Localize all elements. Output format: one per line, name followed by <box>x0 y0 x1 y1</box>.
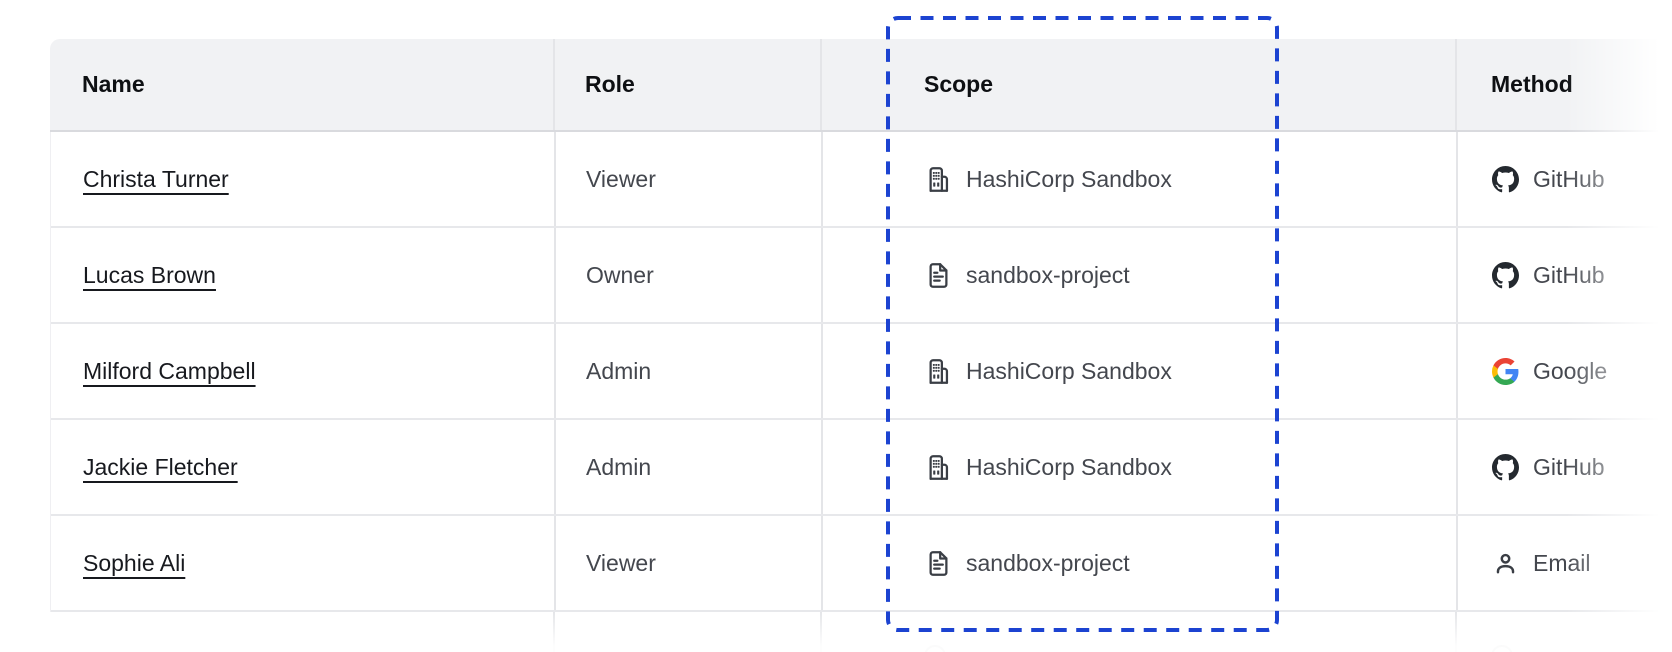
member-role: Owner <box>586 261 654 288</box>
table-body: Christa Turner Viewer HashiCorp Sandbox <box>50 132 1672 612</box>
member-method: GitHub <box>1533 261 1605 288</box>
org-icon <box>925 358 952 385</box>
scope-cell: HashiCorp Sandbox <box>821 420 1456 514</box>
method-cell: Email <box>1456 516 1672 610</box>
method-cell: GitHub <box>1456 420 1672 514</box>
method-cell: Google <box>1456 324 1672 418</box>
name-cell: Milford Campbell <box>51 324 554 418</box>
member-role: Admin <box>586 453 652 480</box>
name-cell: Sophie Ali <box>51 516 554 610</box>
method-icon-slot <box>1492 550 1519 577</box>
member-name-link[interactable]: Jackie Fletcher <box>83 453 238 480</box>
member-scope: HashiCorp Sandbox <box>966 453 1172 480</box>
name-cell: Jackie Fletcher <box>51 420 554 514</box>
github-icon <box>1492 453 1519 481</box>
method-cell: GitHub <box>1456 132 1672 226</box>
column-header-scope: Scope <box>820 39 1455 130</box>
role-cell: Owner <box>554 228 821 322</box>
table-row: Christa Turner Viewer HashiCorp Sandbox <box>51 132 1672 228</box>
column-header-method: Method <box>1455 39 1672 130</box>
scope-icon-slot <box>925 166 952 193</box>
member-method: Google <box>1533 357 1608 384</box>
scope-cell: HashiCorp Sandbox <box>821 324 1456 418</box>
member-name-link[interactable]: Milford Campbell <box>83 357 256 384</box>
name-cell: Lucas Brown <box>51 228 554 322</box>
file-text-icon <box>925 262 952 289</box>
org-icon <box>925 454 952 481</box>
github-icon <box>1492 261 1519 289</box>
scope-icon-slot <box>925 262 952 289</box>
partial-role-cell <box>553 612 820 652</box>
scope-cell: sandbox-project <box>821 516 1456 610</box>
partial-scope-cell <box>820 612 1455 652</box>
column-header-role: Role <box>553 39 820 130</box>
file-text-icon <box>925 550 952 577</box>
column-header-method-label: Method <box>1491 71 1573 97</box>
ghost-method-icon <box>1491 645 1513 652</box>
google-icon <box>1492 357 1519 385</box>
member-scope: sandbox-project <box>966 549 1130 576</box>
member-method: GitHub <box>1533 453 1605 480</box>
role-cell: Viewer <box>554 516 821 610</box>
table-row: Lucas Brown Owner sandbox-project GitHub <box>51 228 1672 324</box>
ghost-scope-icon <box>924 645 946 652</box>
role-cell: Admin <box>554 420 821 514</box>
column-header-name: Name <box>50 39 553 130</box>
members-table: Name Role Scope Method Christa Turner Vi… <box>50 39 1672 652</box>
column-header-scope-label: Scope <box>924 71 994 97</box>
member-scope: HashiCorp Sandbox <box>966 165 1172 192</box>
table-row-partial <box>50 612 1672 652</box>
column-header-role-label: Role <box>585 71 635 97</box>
method-icon-slot <box>1492 453 1519 481</box>
member-role: Viewer <box>586 165 656 192</box>
member-role: Admin <box>586 357 652 384</box>
role-cell: Viewer <box>554 132 821 226</box>
member-scope: sandbox-project <box>966 261 1130 288</box>
org-icon <box>925 166 952 193</box>
method-icon-slot <box>1492 357 1519 385</box>
scope-cell: HashiCorp Sandbox <box>821 132 1456 226</box>
table-row: Sophie Ali Viewer sandbox-project <box>51 516 1672 612</box>
user-icon <box>1492 550 1519 577</box>
scope-cell: sandbox-project <box>821 228 1456 322</box>
member-method: GitHub <box>1533 165 1605 192</box>
member-name-link[interactable]: Lucas Brown <box>83 261 216 288</box>
member-name-link[interactable]: Christa Turner <box>83 165 229 192</box>
member-name-link[interactable]: Sophie Ali <box>83 549 186 576</box>
scope-icon-slot <box>925 358 952 385</box>
scope-icon-slot <box>925 550 952 577</box>
member-method: Email <box>1533 549 1591 576</box>
role-cell: Admin <box>554 324 821 418</box>
member-scope: HashiCorp Sandbox <box>966 357 1172 384</box>
method-cell: GitHub <box>1456 228 1672 322</box>
method-icon-slot <box>1492 165 1519 193</box>
scope-icon-slot <box>925 454 952 481</box>
table-row: Jackie Fletcher Admin HashiCorp Sandbox <box>51 420 1672 516</box>
github-icon <box>1492 165 1519 193</box>
table-row: Milford Campbell Admin HashiCorp Sandbox <box>51 324 1672 420</box>
member-role: Viewer <box>586 549 656 576</box>
method-icon-slot <box>1492 261 1519 289</box>
partial-method-cell <box>1455 612 1672 652</box>
name-cell: Christa Turner <box>51 132 554 226</box>
column-header-name-label: Name <box>82 71 145 97</box>
table-header-row: Name Role Scope Method <box>50 39 1672 132</box>
partial-name-cell <box>50 612 553 652</box>
